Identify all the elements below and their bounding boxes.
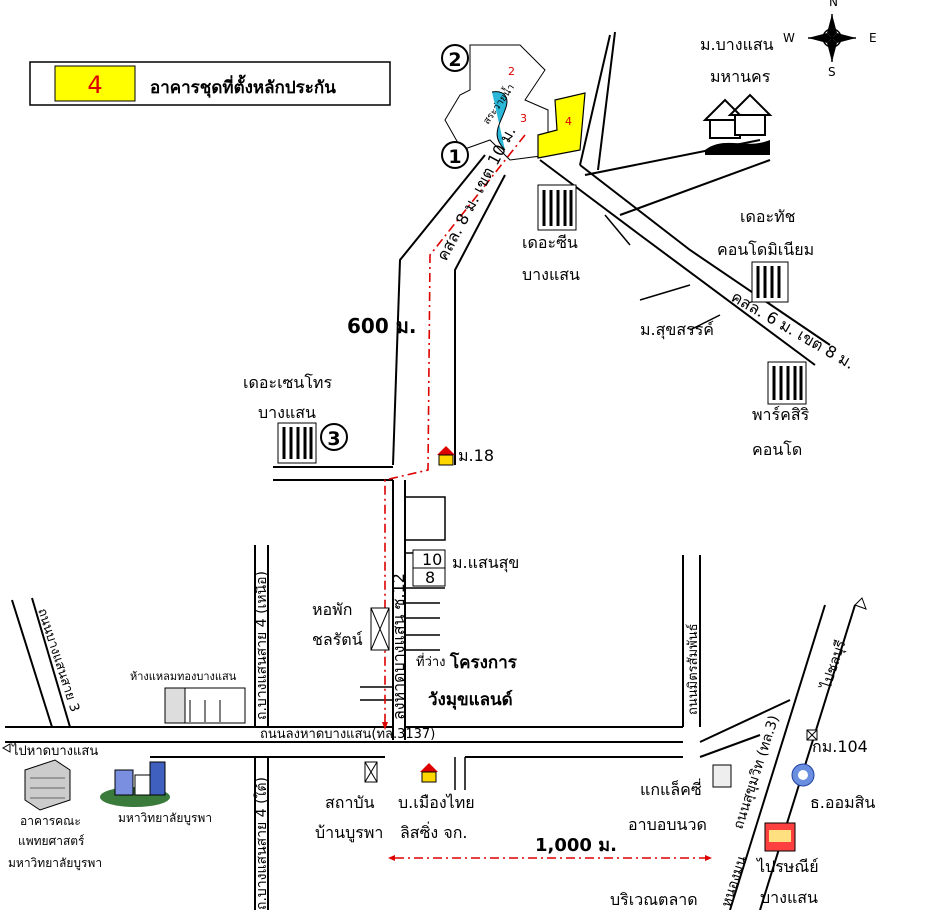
label-bangsaen-sai4-north: ถ.บางแสนสาย 4 (เหนือ) <box>254 571 270 720</box>
label-to-chonburi: ไปชลบุรี <box>817 638 849 693</box>
building-3-label: 3 <box>520 112 527 125</box>
label-market: บริเวณตลาด <box>610 890 698 909</box>
label-inst-2: บ้านบูรพา <box>315 823 383 843</box>
soi-8-box <box>412 567 446 587</box>
house-icon <box>420 763 438 783</box>
marker-1: 1 <box>441 141 469 169</box>
label-project-2: วังมุขแลนด์ <box>428 689 513 710</box>
label-suksan: ม.สุขสรรค์ <box>640 320 714 340</box>
legend-number: 4 <box>87 71 102 99</box>
label-project-1: โครงการ <box>449 652 518 673</box>
label-muangthai-2: ลิสซิ่ง จก. <box>400 821 467 842</box>
pool-shape <box>491 91 508 151</box>
label-to-beach: ไปหาดบางแสน <box>11 743 98 759</box>
compass-e: E <box>869 31 877 45</box>
label-distance-1000: 1,000 ม. <box>535 835 617 856</box>
label-thezen-2: บางแสน <box>522 265 580 284</box>
label-parksiri-2: คอนโด <box>752 440 802 459</box>
label-thecentro-2: บางแสน <box>258 403 316 422</box>
label-soi6-road: คสล. 6 ม. เขต 8 ม. <box>728 287 858 373</box>
label-km104: กม.104 <box>812 737 868 756</box>
label-inst-1: สถาบัน <box>325 793 375 812</box>
svg-text:2: 2 <box>448 49 461 71</box>
label-gallery-2: อาบอบนวด <box>628 815 707 834</box>
compass-s: S <box>828 65 836 79</box>
building-4-label: 4 <box>565 115 572 128</box>
label-parksiri-1: พาร์คสิริ <box>752 405 810 424</box>
label-thezen-1: เดอะซีน <box>522 233 578 252</box>
building-2-label: 2 <box>508 65 515 78</box>
marker-2: 2 <box>441 44 469 72</box>
label-mitsamphan-road: ถนนมิตรสัมพันธ์ <box>685 623 701 715</box>
bank-logo-icon <box>791 763 815 787</box>
label-sukhumvit-road: ถนนสุขุมวิท (ทล.3) <box>731 714 783 832</box>
label-dorm-2: ชลรัตน์ <box>312 630 363 649</box>
svg-text:1: 1 <box>448 146 461 168</box>
compass-rose-icon: N S E W <box>783 0 877 79</box>
svg-text:3: 3 <box>327 428 340 450</box>
roads <box>5 31 856 910</box>
compass-n: N <box>829 0 838 9</box>
label-bangsaen-sai4-south: ถ.บางแสนสาย 4 (ใต้) <box>253 777 270 910</box>
legend-text: อาคารชุดที่ตั้งหลักประกัน <box>150 74 336 98</box>
label-med-2: แพทยศาสตร์ <box>18 834 85 848</box>
label-dorm-1: หอพัก <box>312 600 352 619</box>
condo-building-icon <box>277 422 317 464</box>
dorm-building-icon <box>370 607 390 651</box>
label-post-1: ไปรษณีย์ <box>755 857 819 876</box>
label-med-3: มหาวิทยาลัยบูรพา <box>8 856 102 871</box>
label-thetouch-1: เดอะทัช <box>740 207 796 226</box>
legend: 4 อาคารชุดที่ตั้งหลักประกัน <box>29 61 391 106</box>
label-m18: ม.18 <box>458 446 494 465</box>
label-buu: มหาวิทยาลัยบูรพา <box>118 811 212 826</box>
label-bangsaen-sai3: ถนนบางแสนสาย 3 <box>34 607 82 714</box>
house-icon <box>437 446 455 466</box>
site-block: สระว่ายน้ำ 4 2 3 <box>444 44 586 161</box>
mall-building-icon <box>164 687 246 724</box>
condo-building-icon <box>537 184 577 231</box>
label-gallery-1: แกแล็คซี่ <box>640 778 702 799</box>
label-bangsaen-mahanakorn-1: ม.บางแสน <box>700 35 774 54</box>
label-vacant: ที่ว่าง <box>416 653 446 670</box>
chonburi-arrow-icon <box>854 597 867 610</box>
institute-building-icon <box>364 761 378 783</box>
massage-building-icon <box>712 764 732 788</box>
label-longhat-road: ถนนลงหาดบางแสน(ทล.3137) <box>260 727 435 742</box>
label-laemthong: ห้างแหลมทองบางแสน <box>130 670 237 683</box>
label-thecentro-1: เดอะเซนโทร <box>243 373 332 392</box>
legend-swatch <box>54 65 136 102</box>
post-office-icon <box>764 822 796 852</box>
label-soi-8: 8 <box>425 568 435 587</box>
label-distance-600: 600 ม. <box>347 314 417 338</box>
label-muangthai-1: บ.เมืองไทย <box>398 793 475 812</box>
marker-3: 3 <box>320 423 348 451</box>
label-soi12-road: ลงหาดบางแสน ซ.12 <box>389 573 408 720</box>
house-village-icon <box>702 93 773 155</box>
condo-building-icon <box>751 261 789 303</box>
label-gsb: ธ.ออมสิน <box>810 793 875 812</box>
label-med-1: อาคารคณะ <box>20 814 81 828</box>
label-thetouch-2: คอนโดมิเนียม <box>717 240 814 259</box>
label-bangsaen-mahanakorn-2: มหานคร <box>710 67 771 86</box>
building-4-highlight <box>537 92 586 159</box>
label-soi-10: 10 <box>422 550 442 569</box>
university-campus-icon <box>100 761 170 807</box>
route-path <box>382 134 712 861</box>
label-post-2: บางแสน <box>760 888 818 907</box>
compass-w: W <box>783 31 795 45</box>
condo-building-icon <box>767 361 807 405</box>
office-building-icon <box>24 759 71 811</box>
label-sansuk: ม.แสนสุข <box>452 553 519 573</box>
label-nong-mon: หนองมน <box>719 854 751 910</box>
km-marker-icon <box>806 729 818 741</box>
